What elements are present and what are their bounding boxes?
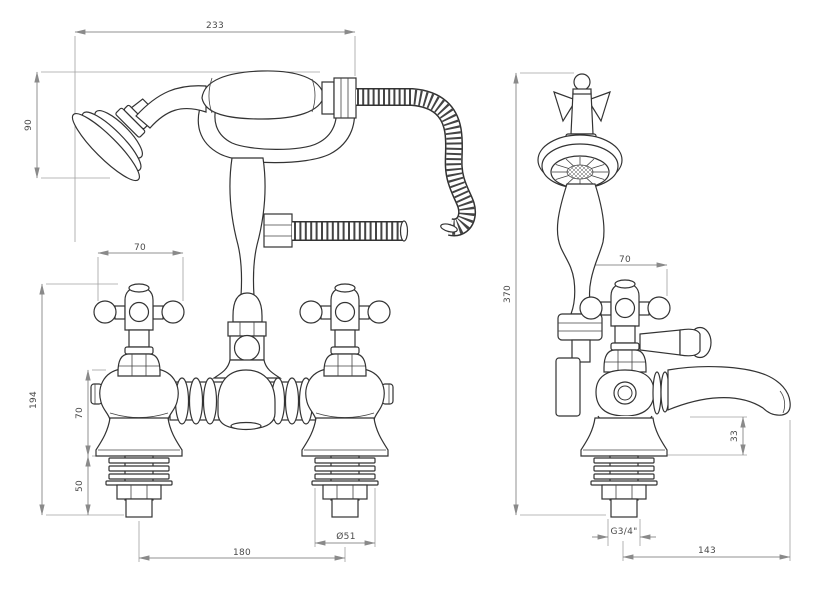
- dim-90-label: 90: [24, 119, 34, 131]
- dim-370-label: 370: [503, 285, 513, 303]
- dim-overall-height-front: 194: [29, 283, 124, 516]
- hose-outlet: [263, 213, 409, 248]
- diverter-lever: [639, 326, 712, 359]
- dim-flange-diameter: Ø51: [314, 488, 376, 547]
- handset-head-side: [537, 133, 623, 189]
- dim-spout-reach: 143: [622, 420, 791, 561]
- dim-inlet-thread: G3/4": [592, 519, 656, 546]
- bath-spout: [667, 365, 791, 416]
- shower-hose: [356, 88, 477, 237]
- dim-g34-label: G3/4": [610, 527, 637, 537]
- cradle-fork: [553, 73, 611, 135]
- front-view-dimensions: 233 90 70 194 70 50: [24, 21, 376, 562]
- dim-spout-clearance: 33: [658, 416, 747, 456]
- left-valve-assembly: [90, 283, 185, 518]
- dim-handset-length: 233: [74, 21, 356, 242]
- side-base: [580, 415, 668, 518]
- dim-handle-width-front: 70: [97, 243, 184, 301]
- dim-180-label: 180: [233, 548, 251, 558]
- dim-143-label: 143: [698, 546, 716, 556]
- dim-70-side-label: 70: [619, 255, 631, 265]
- dim-33-label: 33: [730, 430, 740, 442]
- side-valve-body: [595, 369, 670, 417]
- side-view-dimensions: 370 70 33 G3/4" 143: [503, 72, 791, 561]
- centre-spout: [217, 369, 276, 431]
- right-valve-assembly: [299, 283, 394, 518]
- dim-70-front-label: 70: [134, 243, 146, 253]
- riser-column: [212, 157, 282, 379]
- diverter-dome: [232, 292, 263, 323]
- dim-70v-label: 70: [75, 407, 85, 419]
- handset-head: [71, 98, 155, 182]
- dim-overall-height-side: 370: [503, 72, 606, 516]
- dim-194-label: 194: [29, 391, 39, 409]
- dim-tap-centres: 180: [138, 521, 346, 562]
- dim-o51-label: Ø51: [336, 531, 355, 542]
- front-view: [71, 70, 477, 518]
- side-view: [537, 73, 791, 518]
- handset-neck: [135, 85, 207, 129]
- dim-50-label: 50: [75, 480, 85, 492]
- diverter-port: [233, 334, 261, 362]
- inlet-arm: [555, 357, 581, 417]
- handset-grip: [201, 70, 357, 120]
- handset-handle-side: [555, 183, 605, 417]
- dim-base-height: 50: [75, 455, 91, 516]
- dim-233-label: 233: [206, 21, 224, 31]
